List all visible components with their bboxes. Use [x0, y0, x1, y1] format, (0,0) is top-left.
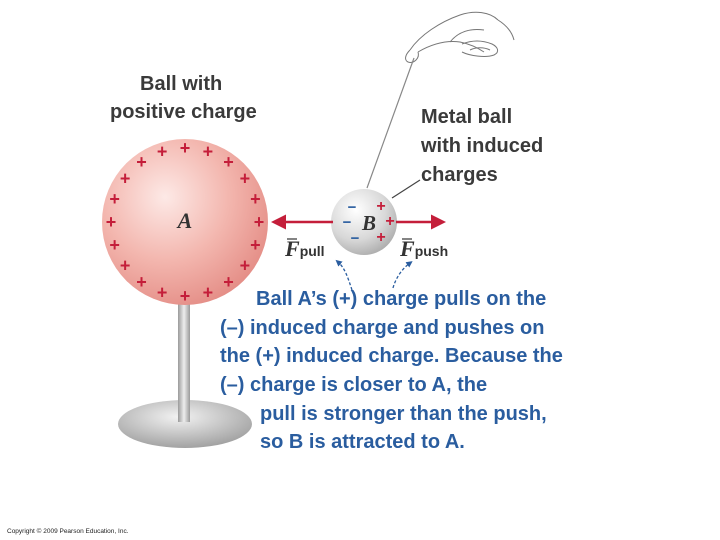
positive-charge: +	[250, 189, 261, 209]
positive-charge: +	[109, 235, 120, 255]
positive-charge: +	[240, 169, 251, 189]
explanation-line: (–) charge is closer to A, the	[220, 371, 487, 400]
positive-charge: +	[157, 142, 168, 162]
positive-charge: +	[120, 256, 131, 276]
hand-icon	[406, 12, 514, 62]
positive-charge: +	[180, 286, 191, 306]
ball-b-title: Metal ball with induced charges	[421, 103, 543, 190]
positive-charge: +	[157, 282, 168, 302]
neg-charge: −	[343, 214, 352, 231]
ball-b-title-line1: Metal ball	[421, 103, 543, 132]
positive-charge: +	[223, 272, 234, 292]
explanation-line: (–) induced charge and pushes on	[220, 314, 545, 343]
neg-charge: −	[351, 230, 360, 247]
pos-charge: +	[385, 213, 394, 230]
pull-force-subscript: pull	[300, 243, 325, 259]
positive-charge: +	[109, 189, 120, 209]
push-force-symbol: F	[400, 236, 415, 261]
push-force-subscript: push	[415, 243, 448, 259]
pos-charge: +	[376, 229, 385, 246]
positive-charge: +	[136, 272, 147, 292]
explanation-line: pull is stronger than the push,	[260, 400, 547, 429]
pos-charge: +	[376, 198, 385, 215]
string	[367, 58, 414, 188]
ball-b-letter: B	[361, 211, 376, 235]
pull-force-label: Fpull	[285, 236, 325, 262]
positive-charge: +	[120, 169, 131, 189]
positive-charge: +	[254, 212, 265, 232]
copyright-notice: Copyright © 2009 Pearson Education, Inc.	[7, 528, 129, 535]
explanation-line: so B is attracted to A.	[260, 428, 465, 457]
explanation-line: Ball A’s (+) charge pulls on the	[256, 285, 546, 314]
ball-b-title-line2: with induced	[421, 132, 543, 161]
ball-a-title-line1: Ball with	[140, 70, 222, 99]
ball-a-title: Ball with	[140, 70, 222, 99]
positive-charge: +	[136, 152, 147, 172]
stand-pole	[178, 300, 190, 422]
push-force-label: Fpush	[400, 236, 448, 262]
positive-charge: +	[203, 282, 214, 302]
ball-a-letter: A	[176, 208, 193, 233]
positive-charge: +	[180, 138, 191, 158]
positive-charge: +	[106, 212, 117, 232]
ball-a-title-2: positive charge	[110, 98, 257, 127]
positive-charge: +	[240, 256, 251, 276]
ball-a-title-line2: positive charge	[110, 98, 257, 127]
ball-b-leader-line	[392, 180, 420, 198]
pull-force-symbol: F	[285, 236, 300, 261]
positive-charge: +	[223, 152, 234, 172]
positive-charge: +	[203, 142, 214, 162]
explanation-line: the (+) induced charge. Because the	[220, 342, 563, 371]
positive-charge: +	[250, 235, 261, 255]
ball-b-title-line3: charges	[421, 161, 543, 190]
